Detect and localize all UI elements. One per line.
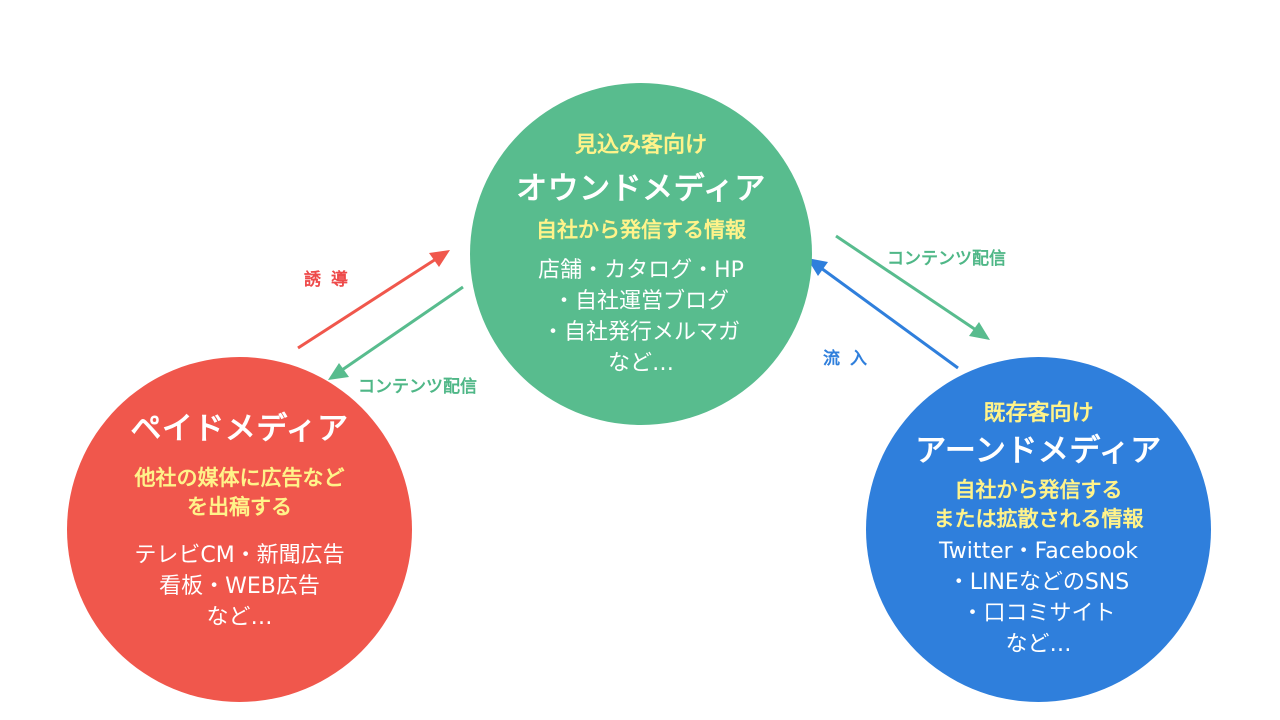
arrow-earned-to-owned <box>807 258 959 370</box>
owned-example-line: など… <box>607 350 674 376</box>
earned-subtitle: 既存客向け <box>983 400 1094 426</box>
paid-media-circle: ペイドメディア 他社の媒体に広告など を出稿する テレビCM・新聞広告 看板・W… <box>67 357 412 702</box>
earned-example-line: など… <box>1005 631 1072 657</box>
owned-example-line: 店舗・カタログ・HP <box>538 257 744 283</box>
earned-description-line: 自社から発信する <box>954 477 1123 502</box>
arrow-label-content-to-paid: コンテンツ配信 <box>358 377 477 397</box>
owned-example-line: ・自社運営ブログ <box>552 288 729 314</box>
owned-description: 自社から発信する情報 <box>536 217 746 242</box>
earned-media-circle: 既存客向け アーンドメディア 自社から発信する または拡散される情報 Twitt… <box>866 357 1211 702</box>
arrow-paid-to-owned <box>297 250 450 350</box>
paid-description: 他社の媒体に広告など を出稿する <box>135 464 345 522</box>
paid-title: ペイドメディア <box>130 411 349 447</box>
arrow-label-content-to-earned: コンテンツ配信 <box>887 249 1006 269</box>
earned-examples: Twitter・Facebook ・LINEなどのSNS ・口コミサイト など… <box>939 536 1138 660</box>
paid-example-line: テレビCM・新聞広告 <box>134 543 345 568</box>
earned-title: アーンドメディア <box>915 432 1162 469</box>
owned-title: オウンドメディア <box>516 170 766 207</box>
paid-examples: テレビCM・新聞広告 看板・WEB広告 など… <box>134 540 344 633</box>
owned-examples: 店舗・カタログ・HP ・自社運営ブログ ・自社発行メルマガ など… <box>538 255 744 379</box>
paid-description-line: を出稿する <box>187 495 292 519</box>
paid-example-line: 看板・WEB広告 <box>159 574 320 599</box>
owned-example-line: ・自社発行メルマガ <box>541 319 740 345</box>
owned-media-circle: 見込み客向け オウンドメディア 自社から発信する情報 店舗・カタログ・HP ・自… <box>470 83 812 425</box>
arrow-label-ryunyu: 流入 <box>823 349 877 369</box>
earned-description: 自社から発信する または拡散される情報 <box>934 476 1144 534</box>
arrow-owned-to-earned <box>835 234 990 340</box>
earned-example-line: ・口コミサイト <box>961 600 1116 626</box>
paid-example-line: など… <box>206 605 273 630</box>
owned-subtitle: 見込み客向け <box>574 132 707 158</box>
arrow-owned-to-paid <box>328 285 464 380</box>
arrow-label-yudo: 誘導 <box>304 270 358 290</box>
earned-description-line: または拡散される情報 <box>933 506 1144 531</box>
earned-example-line: ・LINEなどのSNS <box>947 569 1130 595</box>
earned-example-line: Twitter・Facebook <box>938 538 1139 564</box>
paid-description-line: 他社の媒体に広告など <box>134 466 345 490</box>
